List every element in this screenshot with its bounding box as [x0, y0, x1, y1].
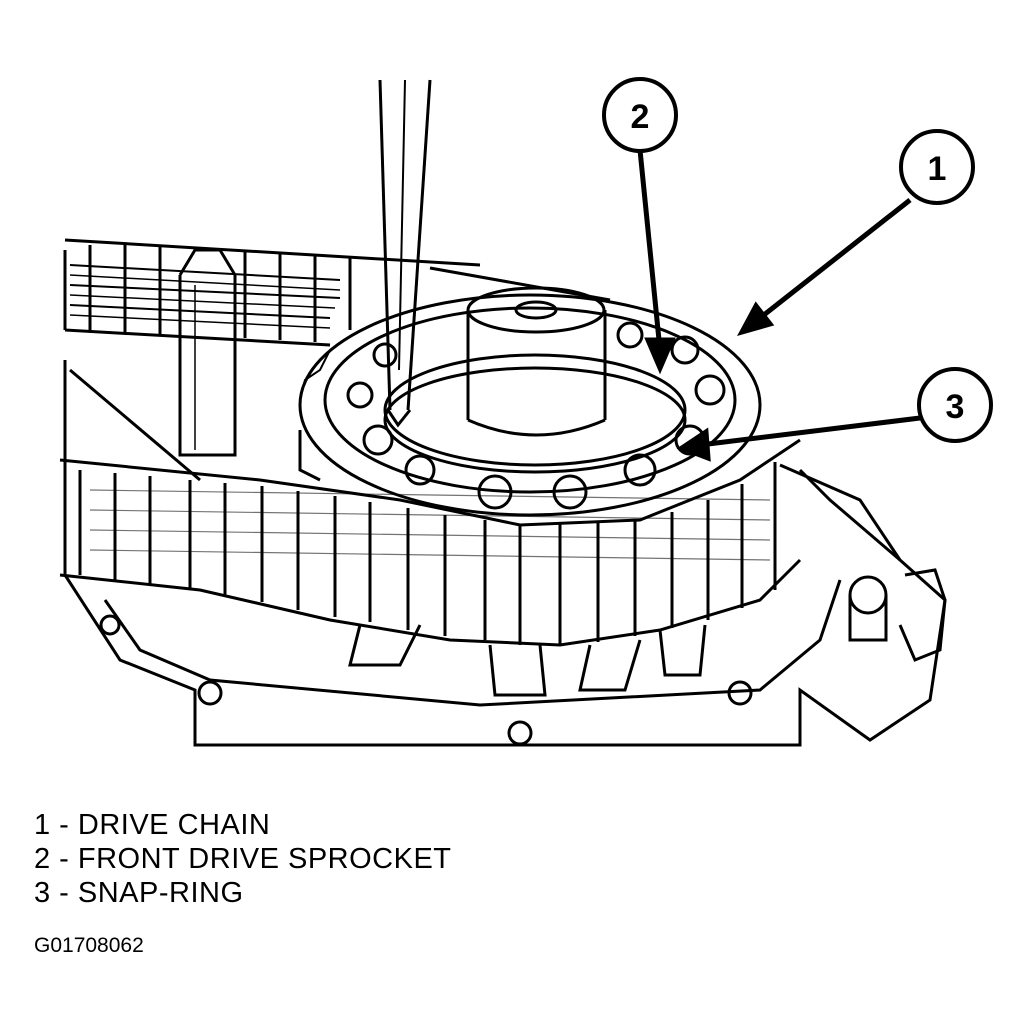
legend-item-drive-chain: 1 - DRIVE CHAIN: [34, 809, 271, 841]
snap-ring: [383, 353, 687, 474]
front-drive-sprocket: [298, 293, 762, 517]
callout-2: 2: [602, 77, 678, 153]
drive-chain-back-run: [63, 238, 611, 347]
transfer-case-housing: [63, 360, 947, 747]
sprocket-hub: [466, 286, 607, 437]
callout-2-number: 2: [631, 98, 650, 136]
legend-item-snap-ring: 3 - SNAP-RING: [34, 877, 244, 909]
case-ribs: [348, 624, 707, 697]
callout-1-number: 1: [928, 150, 947, 188]
drive-chain-removal-illustration: 1 2 3: [59, 77, 993, 747]
callout-1: 1: [899, 129, 975, 205]
snap-ring-pliers: [378, 79, 432, 428]
callout-3-number: 3: [946, 388, 965, 426]
drive-chain-front-run: [59, 438, 802, 647]
callout-3: 3: [917, 367, 993, 443]
alignment-dowel: [178, 248, 237, 457]
callout-leaders: [637, 149, 921, 462]
legend: 1 - DRIVE CHAIN 2 - FRONT DRIVE SPROCKET…: [34, 808, 452, 910]
legend-item-front-drive-sprocket: 2 - FRONT DRIVE SPROCKET: [34, 843, 452, 875]
figure-id: G01708062: [34, 934, 144, 957]
